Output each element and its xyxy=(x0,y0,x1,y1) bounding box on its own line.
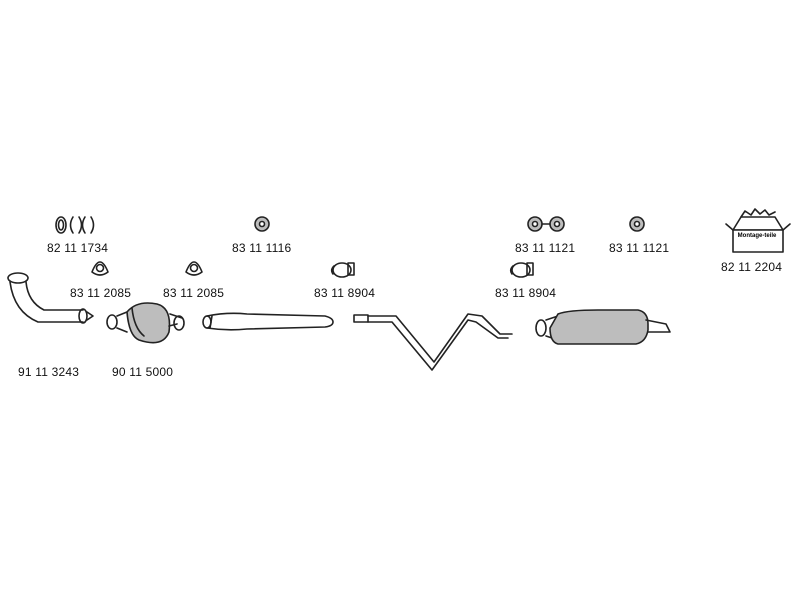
part-number-label: 83 11 2085 xyxy=(163,286,225,300)
part-number-label: 91 11 3243 xyxy=(18,365,80,379)
part-number-label: 83 11 1116 xyxy=(232,241,292,255)
rear-silencer-icon xyxy=(535,309,671,345)
triangle-gasket-icon xyxy=(185,261,203,276)
rubber-ring-icon xyxy=(254,216,270,232)
mounting-kit-box-icon xyxy=(725,208,791,253)
triangle-gasket-icon xyxy=(91,261,109,276)
intermediate-pipe-icon xyxy=(202,312,334,331)
part-number-label: 83 11 1121 xyxy=(515,241,576,255)
part-number-label: 90 11 5000 xyxy=(112,365,174,379)
catalytic-converter-icon xyxy=(106,302,185,344)
ring-clamp-set-icon xyxy=(55,216,95,234)
front-pipe-icon xyxy=(7,272,94,324)
bent-middle-pipe-icon xyxy=(353,313,513,371)
part-number-label: 83 11 1121 xyxy=(609,241,670,255)
pipe-clamp-icon xyxy=(330,262,355,278)
part-number-label: 83 11 8904 xyxy=(495,286,557,300)
pipe-clamp-icon xyxy=(509,262,534,278)
part-number-label: 82 11 1734 xyxy=(47,241,109,255)
part-number-label: 83 11 2085 xyxy=(70,286,132,300)
mounting-kit-box-label: Montage-teile xyxy=(737,233,777,239)
part-number-label: 83 11 8904 xyxy=(314,286,376,300)
part-number-label: 82 11 2204 xyxy=(721,260,783,274)
rubber-ring-pair-icon xyxy=(629,216,645,232)
rubber-ring-pair-icon xyxy=(527,216,565,232)
